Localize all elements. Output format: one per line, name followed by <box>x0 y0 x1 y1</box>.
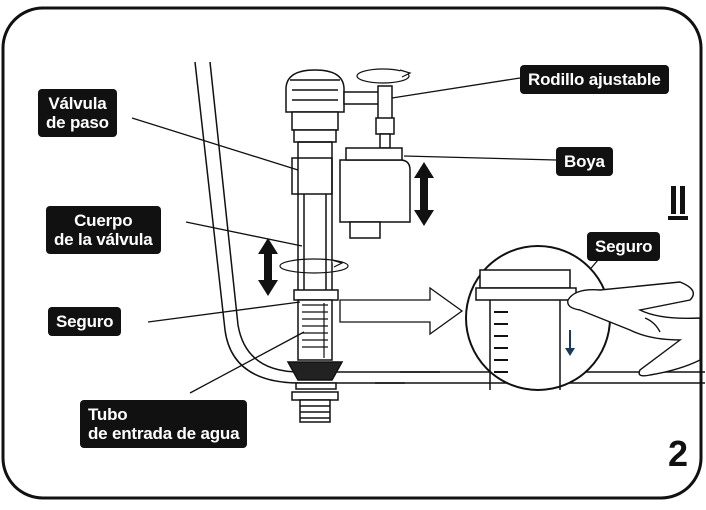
tank-mark-icon <box>668 186 688 220</box>
label-seguro-left: Seguro <box>48 307 122 336</box>
zoom-arrow-icon <box>339 286 464 336</box>
tank-outline <box>194 61 705 384</box>
label-cuerpo-de-la-valvula: Cuerpo de la válvula <box>46 206 161 254</box>
frame <box>1 6 703 500</box>
label-rodillo-ajustable: Rodillo ajustable <box>520 65 669 94</box>
step-number: 2 <box>667 433 688 474</box>
label-tubo-de-entrada: Tubo de entrada de agua <box>80 400 248 448</box>
finger-press-icon <box>567 281 701 377</box>
rotate-arrow-icon <box>356 68 412 84</box>
double-arrow-icon <box>414 162 434 226</box>
rotate-arrow-icon <box>279 258 349 274</box>
label-seguro-right: Seguro <box>587 232 661 261</box>
zoom-detail <box>465 245 611 391</box>
label-boya: Boya <box>556 147 613 176</box>
label-valvula-de-paso: Válvula de paso <box>38 89 117 137</box>
double-arrow-icon <box>258 238 278 296</box>
fill-valve-icon <box>285 69 411 423</box>
